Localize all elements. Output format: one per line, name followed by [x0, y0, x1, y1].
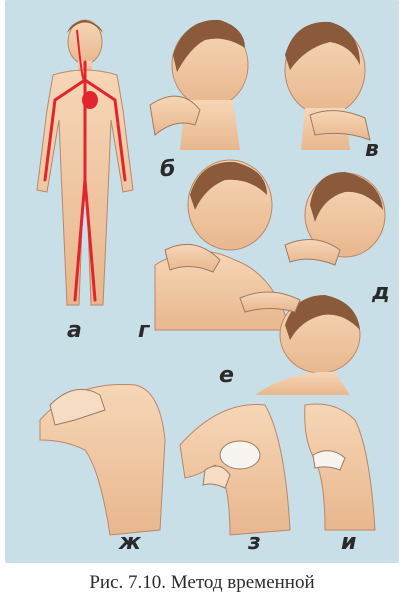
label-e: е [219, 363, 234, 388]
label-i: и [341, 530, 356, 555]
label-d: д [372, 280, 390, 305]
figure-caption: Рис. 7.10. Метод временной [0, 566, 404, 600]
head-figure-d [285, 172, 385, 265]
label-v: в [365, 137, 379, 162]
head-figure-e [240, 292, 360, 395]
head-figure-b [150, 20, 248, 150]
arm-figure-z [180, 405, 290, 536]
head-figure-v [285, 22, 370, 150]
figure-illustration [5, 0, 399, 563]
shoulder-figure-zh [40, 384, 165, 535]
label-z: з [248, 530, 261, 555]
label-g: г [138, 318, 150, 343]
label-b: б [160, 157, 175, 182]
label-zh: ж [119, 530, 141, 555]
label-a: а [67, 318, 82, 343]
arm-figure-i [305, 404, 375, 530]
full-body-figure [37, 20, 133, 305]
figure-panel: а б в г д е ж з и [5, 0, 399, 563]
